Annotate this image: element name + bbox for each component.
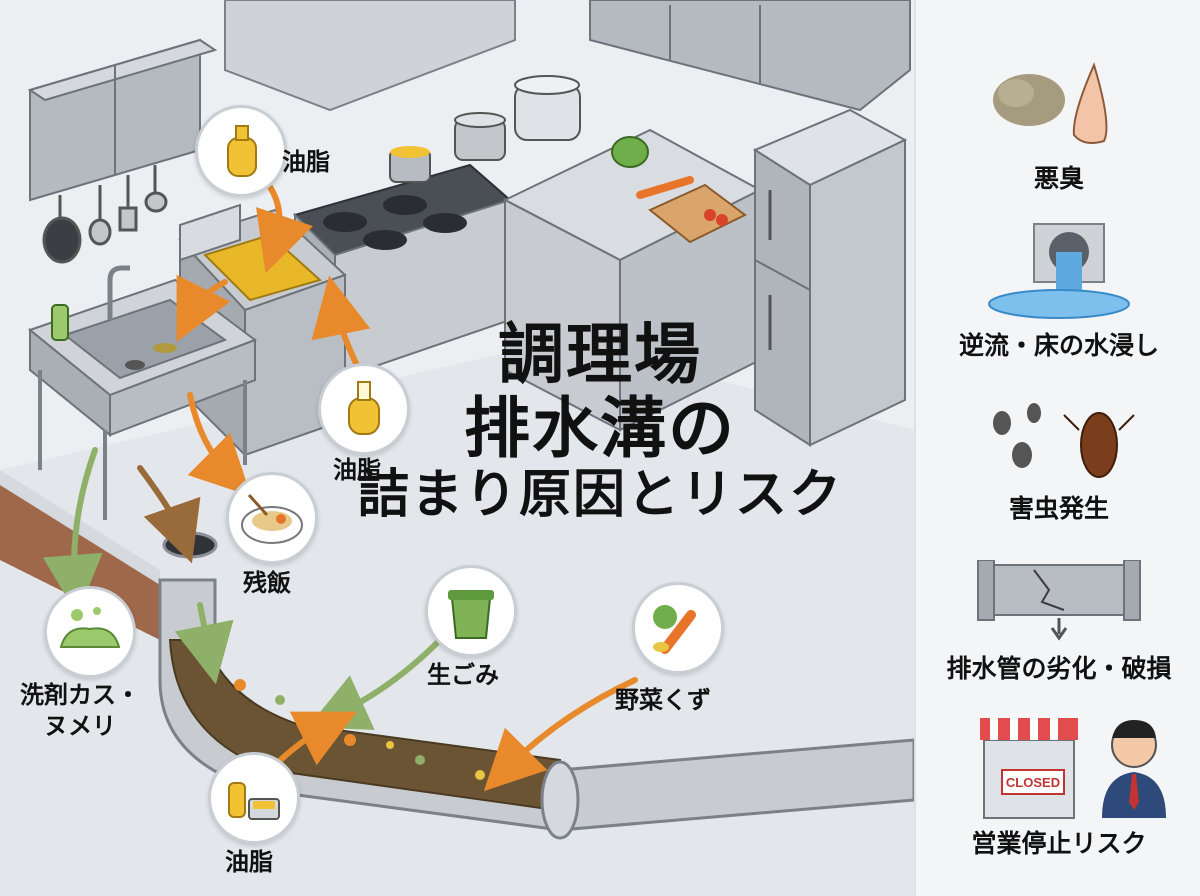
- label-oil-top: 油脂: [282, 148, 330, 176]
- floor-drain: [162, 531, 218, 559]
- oil-bottle-icon: [227, 125, 257, 177]
- food-plate-icon: [241, 493, 303, 544]
- upper-cabinet-right: [589, 0, 911, 112]
- pest-icon: [993, 403, 1135, 478]
- risk-item-pipe-damage: 排水管の劣化・破損: [916, 560, 1200, 685]
- risk-label-odor: 悪臭: [1033, 164, 1084, 193]
- risk-item-odor: 悪臭: [916, 55, 1200, 195]
- pots-and-rice-cooker: [454, 75, 581, 161]
- closed-shop-icon: CLOSED: [980, 718, 1166, 819]
- risk-item-business-closure: CLOSED 営業停止リスク: [916, 710, 1200, 860]
- leftover-food-badge: [226, 472, 318, 564]
- label-oil-bottom: 油脂: [225, 848, 273, 876]
- label-detergent: 洗剤カス・ ヌメリ: [20, 681, 140, 741]
- prep-counter: [502, 128, 763, 432]
- page-title: 調理場 排水溝の 詰まり原因とリスク: [340, 318, 860, 524]
- pipe-damage-icon: [977, 560, 1141, 641]
- oil-pan-badge-bottom: [208, 752, 300, 844]
- hanging-utensils: [42, 165, 168, 264]
- risk-label-business-closure: 営業停止リスク: [971, 829, 1147, 858]
- title-line-2: 排水溝の: [464, 389, 736, 467]
- label-leftover-food: 残飯: [243, 569, 291, 597]
- detergent-badge: [44, 586, 136, 678]
- trash-bin-icon: [448, 590, 494, 639]
- smell-icon: [993, 62, 1108, 144]
- label-oil-mid: 油脂: [333, 456, 381, 484]
- title-line-1: 調理場: [498, 316, 702, 393]
- upper-cabinet-left: [27, 38, 218, 202]
- risk-label-pipe-damage: 排水管の劣化・破損: [946, 654, 1172, 683]
- oil-pan-icon: [228, 782, 280, 820]
- title-line-3: 詰まり原因とリスク: [356, 464, 843, 525]
- risk-label-pests: 害虫発生: [1008, 494, 1109, 523]
- risk-label-backflow: 逆流・床の水浸し: [958, 331, 1159, 360]
- label-vegetable-scraps: 野菜くず: [615, 686, 711, 714]
- vegetable-scraps-badge: [632, 582, 724, 674]
- risk-item-backflow: 逆流・床の水浸し: [916, 222, 1200, 362]
- oil-bottle-badge-mid: [318, 363, 410, 455]
- closed-sign-text: CLOSED: [1006, 775, 1060, 790]
- vegetable-icon: [653, 605, 696, 654]
- backflow-icon: [988, 223, 1130, 319]
- risk-item-pests: 害虫発生: [916, 395, 1200, 525]
- oil-bottle-icon: [348, 381, 380, 435]
- slime-icon: [59, 607, 121, 648]
- risk-panel: 悪臭 逆流・床の水浸し 害虫発生 排水管の劣化・破損: [914, 0, 1200, 896]
- range-hood: [224, 0, 516, 112]
- refrigerator: [752, 108, 908, 447]
- kitchen-waste-badge: [425, 565, 517, 657]
- oil-bottle-badge-top: [195, 105, 287, 197]
- label-kitchen-waste: 生ごみ: [427, 661, 499, 689]
